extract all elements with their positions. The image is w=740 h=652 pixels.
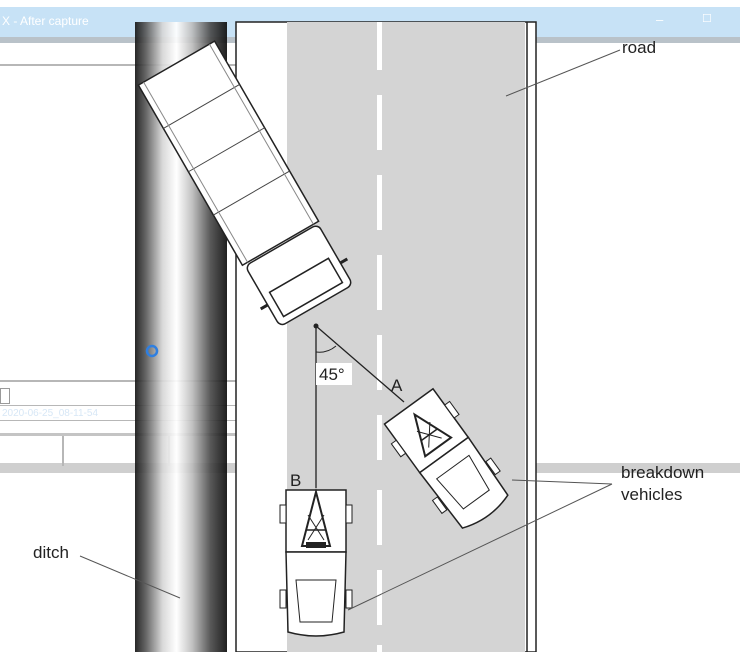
breakdown-label-line2: vehicles [621,485,682,504]
cable-a [315,325,405,403]
vehicle-b-label: B [290,471,301,490]
breakdown-leader-b [347,483,613,611]
capture-timestamp: 2020-06-25_08-11-54 [2,408,99,419]
ditch-label: ditch [33,543,69,562]
truck-trailer [137,40,320,267]
maximize-button[interactable]: ☐ [702,13,712,25]
angle-label-bg [316,363,352,385]
vehicle-a-label: A [391,376,403,395]
road-label: road [622,38,656,57]
breakdown-leader-a [511,479,613,485]
breakdown-label-line1: breakdown [621,463,704,482]
truck [137,40,352,326]
lane-dashes [377,22,382,652]
vehicle-a [383,387,509,529]
cable-anchor [313,323,319,329]
status-ring-icon [145,344,159,358]
angle-label: 45° [319,365,345,384]
window-title: X - After capture [2,14,89,28]
road-leader [505,49,621,97]
vehicle-b [279,488,353,637]
panel-checkbox[interactable] [0,388,10,404]
ditch-leader [79,555,181,599]
minimize-button[interactable]: – [656,12,664,27]
angle-arc [315,345,337,353]
panel-border [62,436,64,466]
